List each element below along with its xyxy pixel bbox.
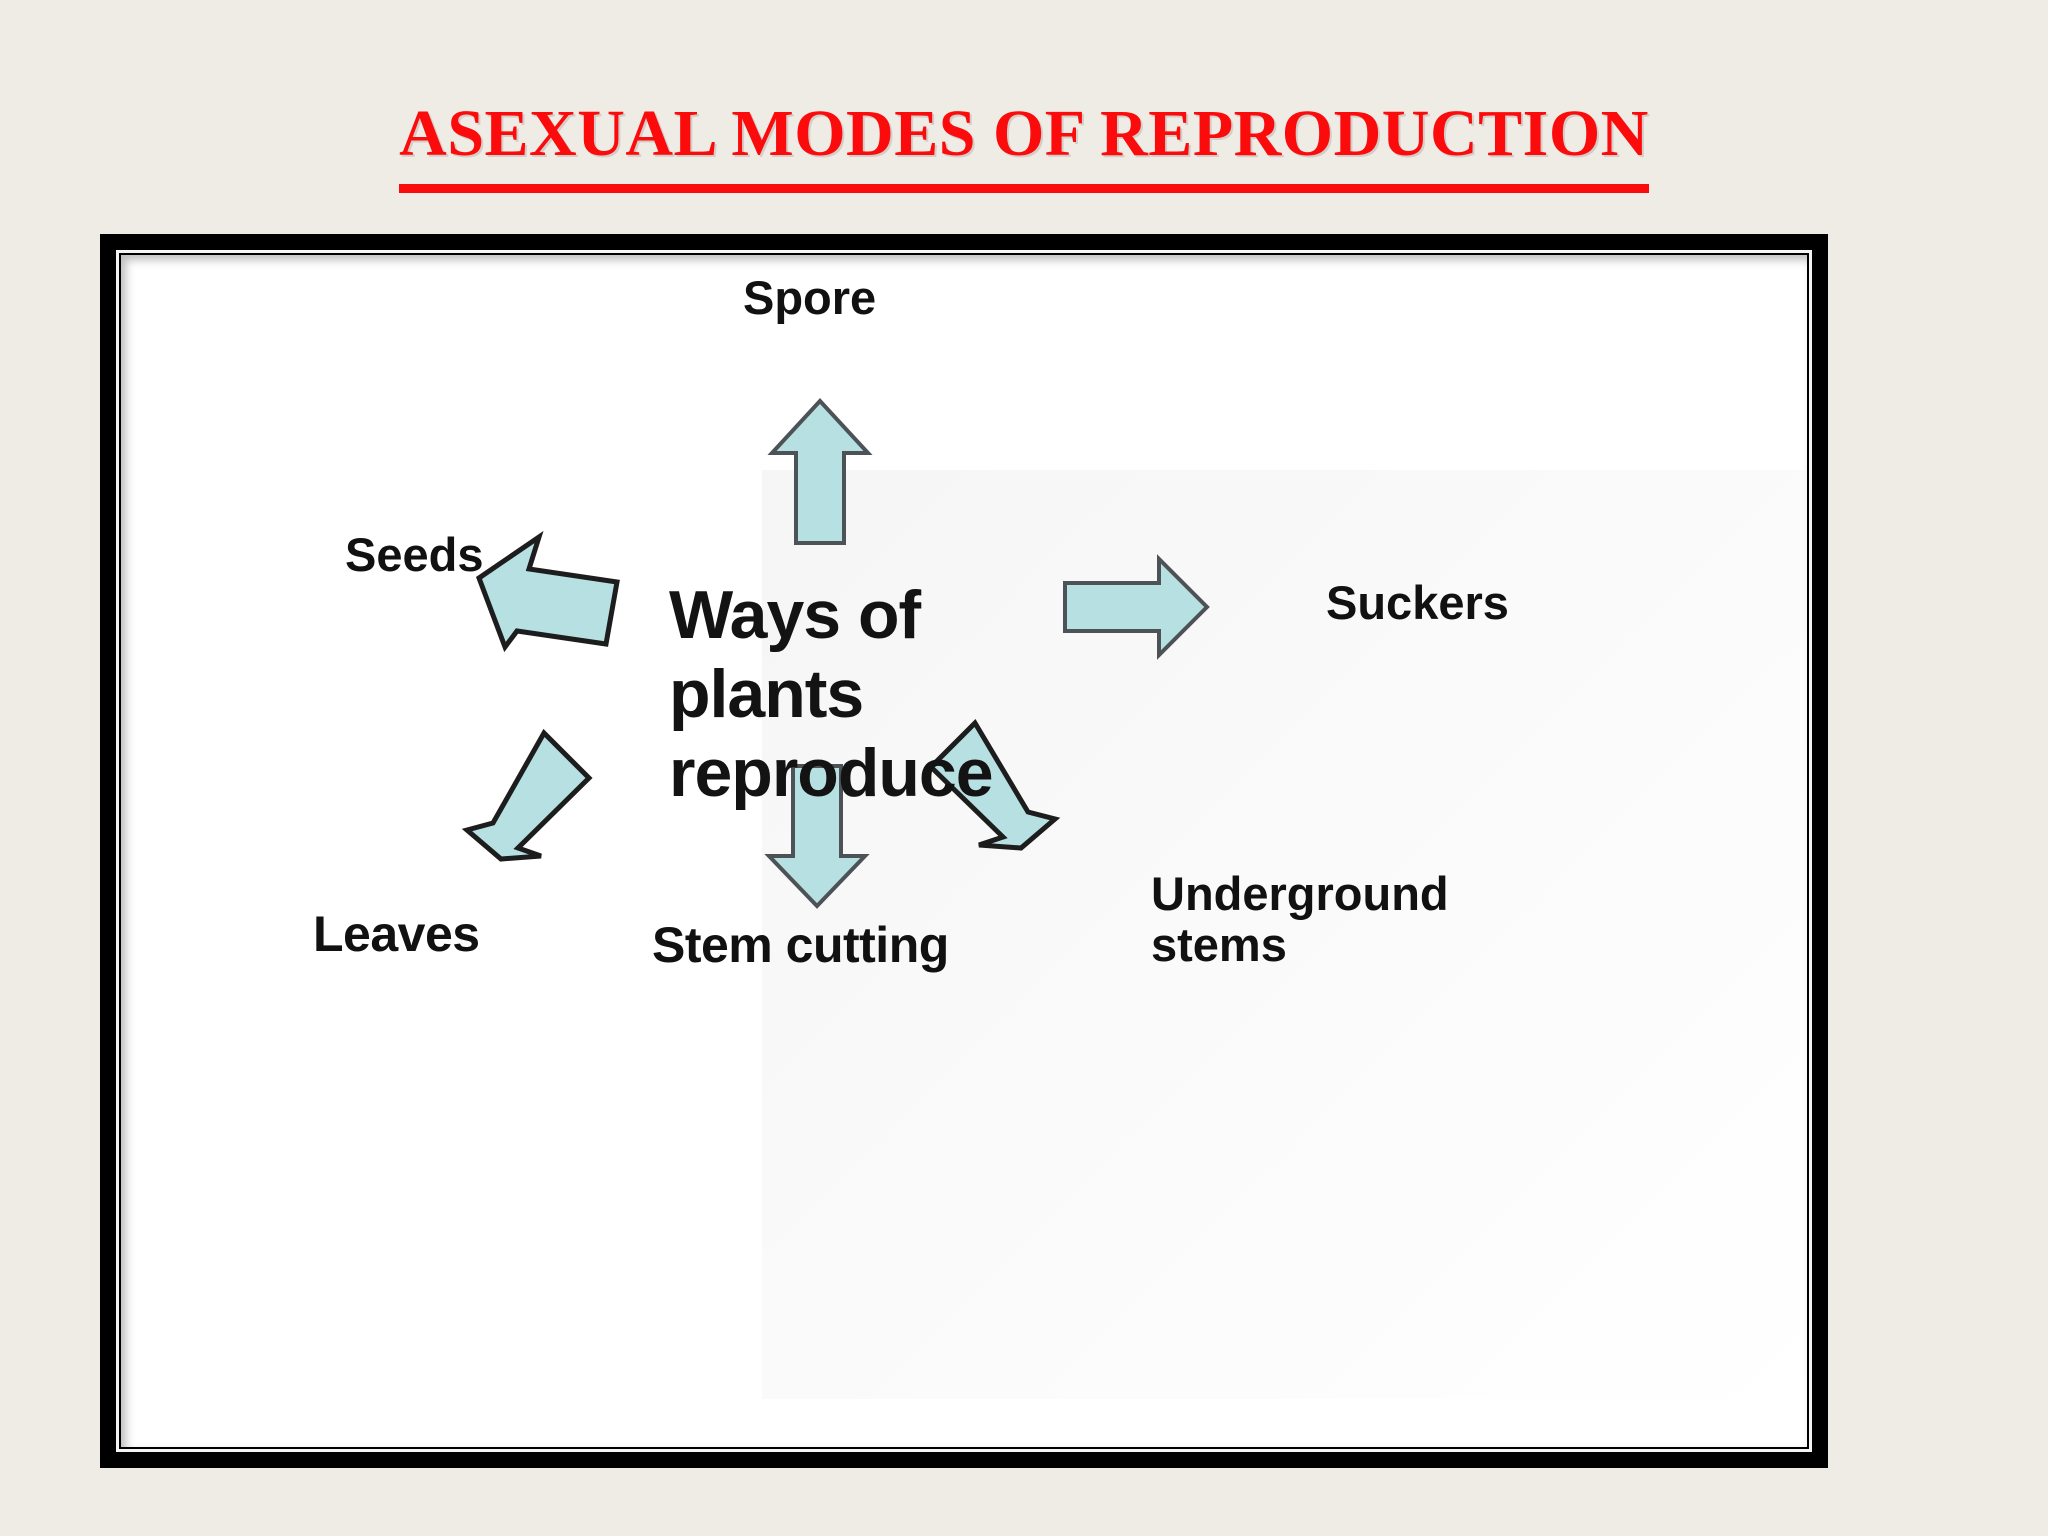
page-title-text: ASEXUAL MODES OF REPRODUCTION	[399, 96, 1649, 193]
arrow-upleft-seeds-icon	[473, 530, 621, 653]
branch-label-leaves: Leaves	[313, 906, 480, 962]
diagram-frame-inner-rule: Ways of plants reproduce	[116, 250, 1812, 1452]
branch-label-stem-cutting: Stem cutting	[652, 917, 949, 973]
diagram-canvas: Ways of plants reproduce	[121, 255, 1807, 1447]
center-concept-label: Ways of plants reproduce	[669, 577, 994, 811]
branch-label-underground-stems: Underground stems	[1151, 867, 1449, 971]
branch-label-seeds: Seeds	[345, 528, 484, 581]
branch-label-suckers: Suckers	[1326, 576, 1509, 629]
arrow-up-spore-icon	[767, 397, 873, 547]
arrow-right-suckers-icon	[1061, 554, 1211, 660]
branch-label-spore: Spore	[743, 271, 877, 324]
page-title: ASEXUAL MODES OF REPRODUCTION	[0, 96, 2048, 193]
arrow-downleft-leaves-icon	[461, 727, 596, 862]
diagram-frame: Ways of plants reproduce	[100, 234, 1828, 1468]
